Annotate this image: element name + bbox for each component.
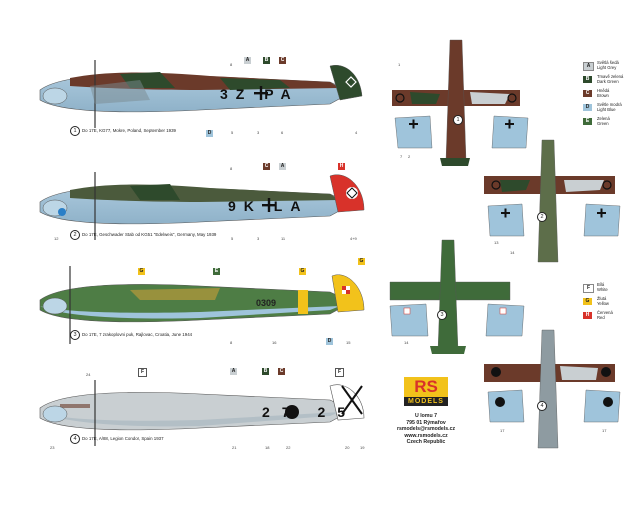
color-tag: H [338,163,345,170]
profile-2-side-view [39,172,365,240]
profile-caption: Do 17E, A/88, Legion Condor, Spain 1937 [82,436,164,441]
callout-number: 20 [345,445,350,450]
callout-number: 11 [281,236,286,241]
top-view-3 [389,239,511,354]
profile-number: 3 [70,330,80,340]
callout-number: 22 [286,445,291,450]
color-tag: C [279,57,286,64]
view-number: 1 [453,115,463,125]
callout-number: 5 [231,130,234,135]
callout-number: 14 [510,250,515,255]
callout-number: 1 [398,62,401,67]
callout-number: 21 [232,445,237,450]
callout-number: 6 [281,130,284,135]
profile-code: 3Z PA [220,86,299,102]
wing-underside-2 [487,203,621,237]
top-view-2 [484,139,615,263]
color-tag: F [138,368,147,377]
color-swatch: E [583,118,592,125]
wing-underside-3 [389,303,525,337]
profile-caption: Do 17E, 7 zrakoplovni puk, Rajlovac, Cro… [82,332,193,337]
view-number: 3 [437,310,447,320]
color-tag: B [262,368,269,375]
profile-caption: Do 17E, Geschwader Stab od KG51 "Edelwei… [82,232,217,237]
color-tag: E [213,268,220,275]
profile-number: 2 [70,230,80,240]
color-tag: C [263,163,270,170]
color-tag: D [326,338,333,345]
callout-number: 3 [257,130,260,135]
callout-number: 14 [404,340,409,345]
color-tag: C [278,368,285,375]
profile-3-side-view [39,266,365,344]
color-tag: G [358,258,365,265]
view-number: 4 [537,401,547,411]
color-tag: A [279,163,286,170]
rs-models-logo: RS MODELS [404,377,448,409]
callout-number: 4 [355,130,358,135]
publisher-address: U lomu 7 795 01 Rýmařov rsmodels@rsmodel… [396,413,456,446]
color-swatch: A [583,62,594,71]
callout-number: 17 [500,428,505,433]
callout-number: 23 [50,445,55,450]
callout-number: 8 [230,166,233,171]
color-tag: B [263,57,270,64]
color-swatch: G [583,298,592,305]
profile-1-side-view [39,60,363,128]
color-tag: D [206,130,213,137]
color-tag: A [244,57,251,64]
color-tag: G [138,268,145,275]
profile-number: 4 [70,434,80,444]
color-swatch: C [583,90,592,97]
color-tag: G [299,268,306,275]
color-swatch: D [583,104,592,111]
profile-caption: Do 17E, KG77, Mokre, Poland, September 1… [82,128,176,133]
callout-number: 19 [360,445,365,450]
color-tag: F [335,368,344,377]
profile-code: 27 25 [262,404,358,420]
callout-number: 12 [54,236,59,241]
profile-number: 1 [70,126,80,136]
profile-code: 9K LA [228,198,309,214]
profile-1-balkenkreuz [254,86,268,100]
color-swatch: F [583,284,594,293]
callout-number: 3 [257,236,260,241]
wing-underside-1 [394,115,529,149]
callout-number: 18 [265,445,270,450]
wing-underside-4 [487,389,621,423]
callout-number: 13 [494,240,499,245]
profile-4-side-view [39,380,365,446]
callout-number: 8 [230,62,233,67]
callout-number: 24 [86,372,91,377]
profile-2-balkenkreuz [262,198,276,212]
color-swatch: B [583,76,592,83]
color-swatch: H [583,312,592,319]
callout-number: 8 [230,340,233,345]
callout-number: 5 [231,236,234,241]
callout-number: 2 [408,154,411,159]
view-number: 2 [537,212,547,222]
profile-code: 0309 [256,298,277,308]
color-tag: A [230,368,237,375]
callout-number: 7 [400,154,403,159]
top-view-4 [484,329,615,449]
callout-number: 4+9 [350,236,357,241]
callout-number: 17 [602,428,607,433]
callout-number: 15 [346,340,351,345]
callout-number: 16 [272,340,277,345]
top-view-1 [392,39,520,166]
